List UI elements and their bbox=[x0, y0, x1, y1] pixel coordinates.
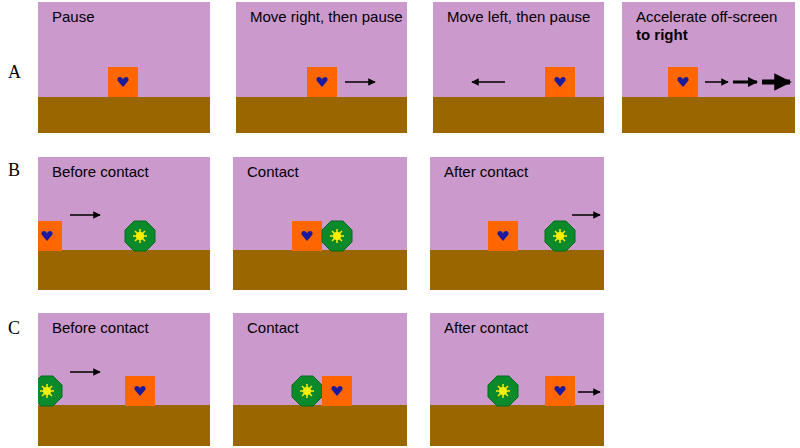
scene-panel: After contact bbox=[430, 313, 604, 446]
scene-panel: Before contact bbox=[38, 157, 210, 290]
caption-group: Accelerate off-screento right bbox=[636, 8, 777, 44]
scene-panel: Pause bbox=[38, 2, 210, 133]
scene-panel: Before contact bbox=[38, 313, 210, 446]
panel-caption: Contact bbox=[247, 319, 299, 337]
scene-panel: After contact bbox=[430, 157, 604, 290]
scene-panel: Move left, then pause bbox=[433, 2, 604, 133]
caption-group: After contact bbox=[444, 163, 528, 181]
panel-caption: Before contact bbox=[52, 319, 149, 337]
caption-group: Contact bbox=[247, 319, 299, 337]
caption-group: After contact bbox=[444, 319, 528, 337]
scene-panel: Contact bbox=[233, 313, 407, 446]
panel-caption: Before contact bbox=[52, 163, 149, 181]
panel-caption: After contact bbox=[444, 319, 528, 337]
panel-caption: to right bbox=[636, 26, 777, 44]
panel-caption: After contact bbox=[444, 163, 528, 181]
scene-panel: Move right, then pause bbox=[236, 2, 407, 133]
caption-group: Move right, then pause bbox=[250, 8, 403, 26]
caption-group: Before contact bbox=[52, 319, 149, 337]
panel-caption: Contact bbox=[247, 163, 299, 181]
caption-group: Pause bbox=[52, 8, 95, 26]
row-letter: C bbox=[8, 318, 20, 339]
caption-group: Move left, then pause bbox=[447, 8, 590, 26]
row-letter: A bbox=[8, 62, 21, 83]
scene-panel: Accelerate off-screento right bbox=[622, 2, 795, 133]
caption-group: Contact bbox=[247, 163, 299, 181]
panel-caption: Pause bbox=[52, 8, 95, 26]
panel-caption: Accelerate off-screen bbox=[636, 8, 777, 26]
row-letter: B bbox=[8, 160, 20, 181]
panel-caption: Move right, then pause bbox=[250, 8, 403, 26]
panel-caption: Move left, then pause bbox=[447, 8, 590, 26]
scene-panel: Contact bbox=[233, 157, 407, 290]
caption-group: Before contact bbox=[52, 163, 149, 181]
